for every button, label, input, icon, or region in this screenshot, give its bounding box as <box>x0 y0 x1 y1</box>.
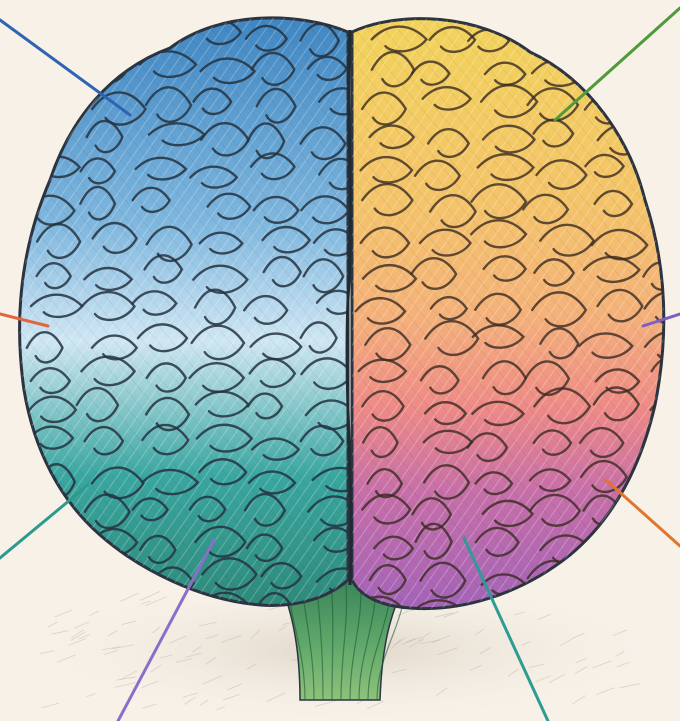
gyrus-fold <box>34 83 73 114</box>
gyrus-fold <box>655 221 680 249</box>
gyrus-fold <box>646 530 680 563</box>
gyrus-fold <box>650 495 680 519</box>
gyrus-fold <box>647 61 680 88</box>
gyrus-fold <box>144 15 181 49</box>
gyrus-fold <box>648 570 680 598</box>
gyrus-fold <box>580 563 621 597</box>
ground-stroke <box>42 703 59 707</box>
gyrus-fold <box>39 566 88 590</box>
gyrus-fold <box>652 189 680 216</box>
gyrus-fold <box>540 18 580 50</box>
gyrus-fold <box>21 127 64 159</box>
gyrus-fold <box>90 59 126 82</box>
leader-line-lower-left <box>0 485 88 558</box>
gyrus-fold <box>26 536 69 559</box>
right-hemisphere <box>340 0 680 626</box>
gyrus-fold <box>649 429 680 456</box>
leader-line-lower-right <box>606 480 680 546</box>
gyrus-fold <box>594 533 642 562</box>
gyrus-fold <box>96 565 139 593</box>
leader-line-top-left <box>0 20 130 115</box>
left-hemisphere <box>0 0 369 632</box>
leader-line-top-right <box>555 8 680 120</box>
gyrus-fold <box>638 132 680 153</box>
gyrus-fold <box>653 88 680 122</box>
gyrus-fold <box>653 462 680 485</box>
gyrus-fold <box>649 167 680 189</box>
gyrus-fold <box>597 18 635 43</box>
gyrus-fold <box>94 17 136 45</box>
